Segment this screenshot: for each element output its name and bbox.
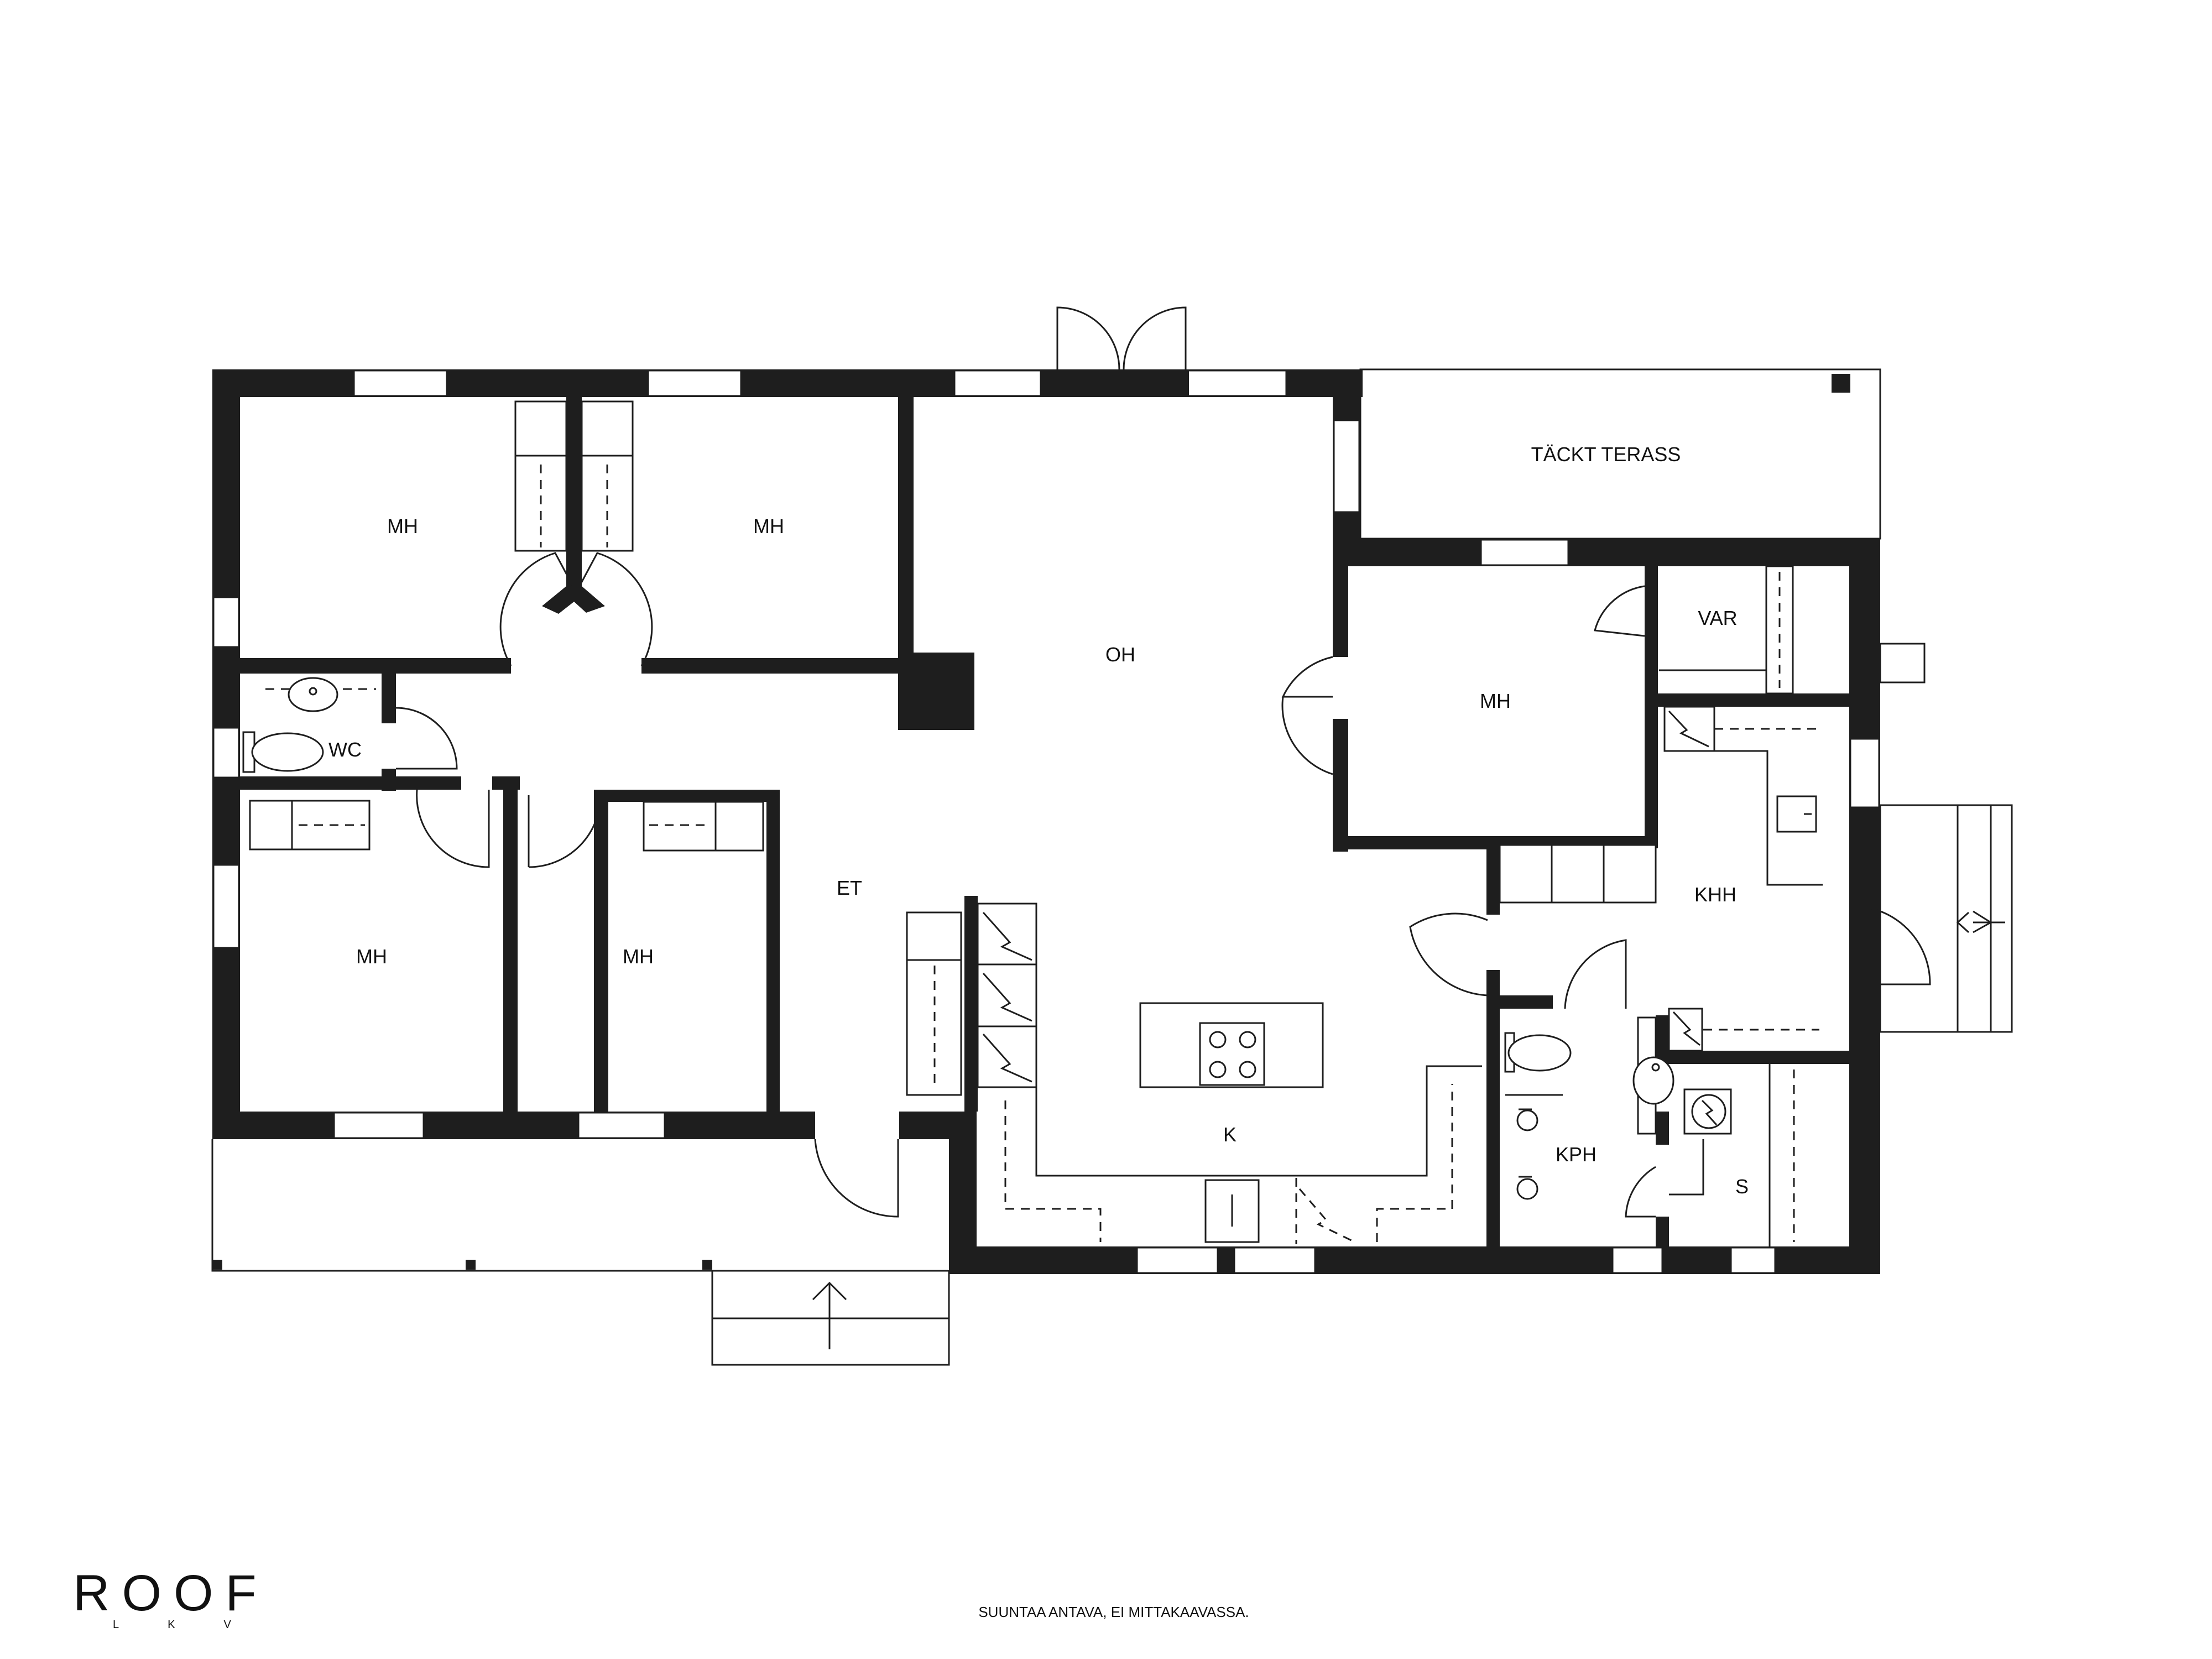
logo-subtext: LKV <box>113 1619 280 1631</box>
label-mh-bottom-left: MH <box>356 945 387 968</box>
label-wc: WC <box>328 738 362 761</box>
label-k: K <box>1223 1123 1237 1146</box>
label-kph: KPH <box>1556 1143 1597 1166</box>
outer-walls <box>212 369 1880 1274</box>
room-labels: MH MH OH TÄCKT TERASS WC VAR MH ET MH MH… <box>328 443 1749 1198</box>
logo-text: ROOF <box>73 1565 269 1621</box>
label-s: S <box>1735 1175 1749 1198</box>
label-tackt-terass: TÄCKT TERASS <box>1531 443 1681 466</box>
label-khh: KHH <box>1694 883 1736 906</box>
label-mh-top-mid: MH <box>753 515 784 538</box>
fixtures <box>242 400 1823 1246</box>
windows <box>212 369 1880 1274</box>
doors <box>395 306 1931 1218</box>
interior-walls <box>212 397 1849 1274</box>
label-mh-right: MH <box>1480 690 1511 712</box>
label-mh-top-left: MH <box>387 515 418 538</box>
disclaimer-note: SUUNTAA ANTAVA, EI MITTAKAAVASSA. <box>978 1604 1249 1620</box>
label-var: VAR <box>1698 607 1737 629</box>
label-et: ET <box>837 877 862 899</box>
label-mh-bottom-mid: MH <box>623 945 654 968</box>
exterior <box>211 368 2013 1366</box>
label-oh: OH <box>1105 643 1135 666</box>
